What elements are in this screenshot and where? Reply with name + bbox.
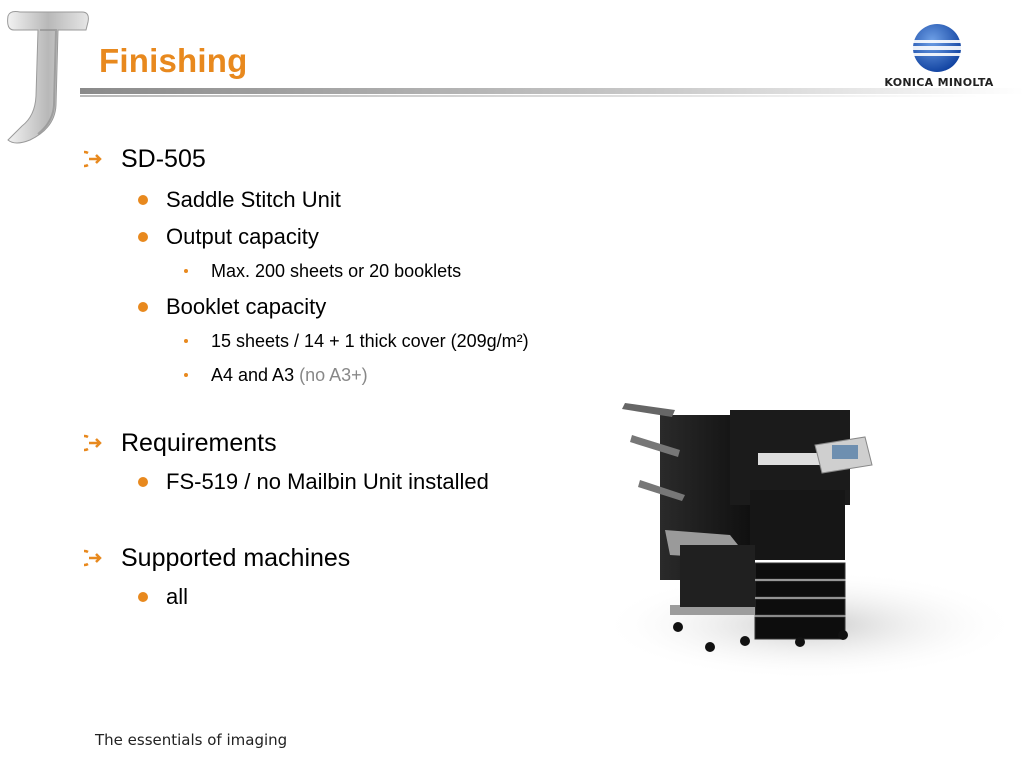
list-item-label: FS-519 / no Mailbin Unit installed xyxy=(166,469,489,494)
printer-image xyxy=(600,403,1020,680)
list-item-label: Output capacity xyxy=(166,224,319,249)
arrow-circle-icon xyxy=(84,150,102,168)
small-bullet-icon xyxy=(184,269,188,273)
brand-logo: KONICA MINOLTA xyxy=(884,24,994,94)
paper-size-note: (no A3+) xyxy=(299,365,368,385)
list-item-label: Max. 200 sheets or 20 booklets xyxy=(211,261,462,281)
orange-dot-icon xyxy=(138,477,148,487)
small-bullet-icon xyxy=(184,373,188,377)
orange-dot-icon xyxy=(138,302,148,312)
orange-dot-icon xyxy=(138,195,148,205)
arrow-circle-icon xyxy=(84,434,102,452)
list-item-label: Saddle Stitch Unit xyxy=(166,187,341,212)
small-bullet-icon xyxy=(184,339,188,343)
list-item-label: Requirements xyxy=(121,429,277,457)
orange-dot-icon xyxy=(138,592,148,602)
arrow-circle-icon xyxy=(84,549,102,567)
corner-decoration xyxy=(7,11,89,144)
header-divider xyxy=(80,88,1024,97)
list-item-label: A4 and A3 (no A3+) xyxy=(211,363,368,387)
list-item-label: 15 sheets / 14 + 1 thick cover (209g/m²) xyxy=(211,331,529,351)
list-item-label: Supported machines xyxy=(121,544,351,572)
list-item-label: SD-505 xyxy=(121,145,206,173)
brand-name: KONICA MINOLTA xyxy=(884,76,994,89)
globe-logo-icon xyxy=(913,24,961,72)
orange-dot-icon xyxy=(138,232,148,242)
paper-sizes: A4 and A3 xyxy=(211,365,295,385)
footer-tagline: The essentials of imaging xyxy=(95,731,288,749)
page-title: Finishing xyxy=(99,42,248,79)
list-item-label: Booklet capacity xyxy=(166,294,327,319)
list-item-label: all xyxy=(166,584,189,609)
